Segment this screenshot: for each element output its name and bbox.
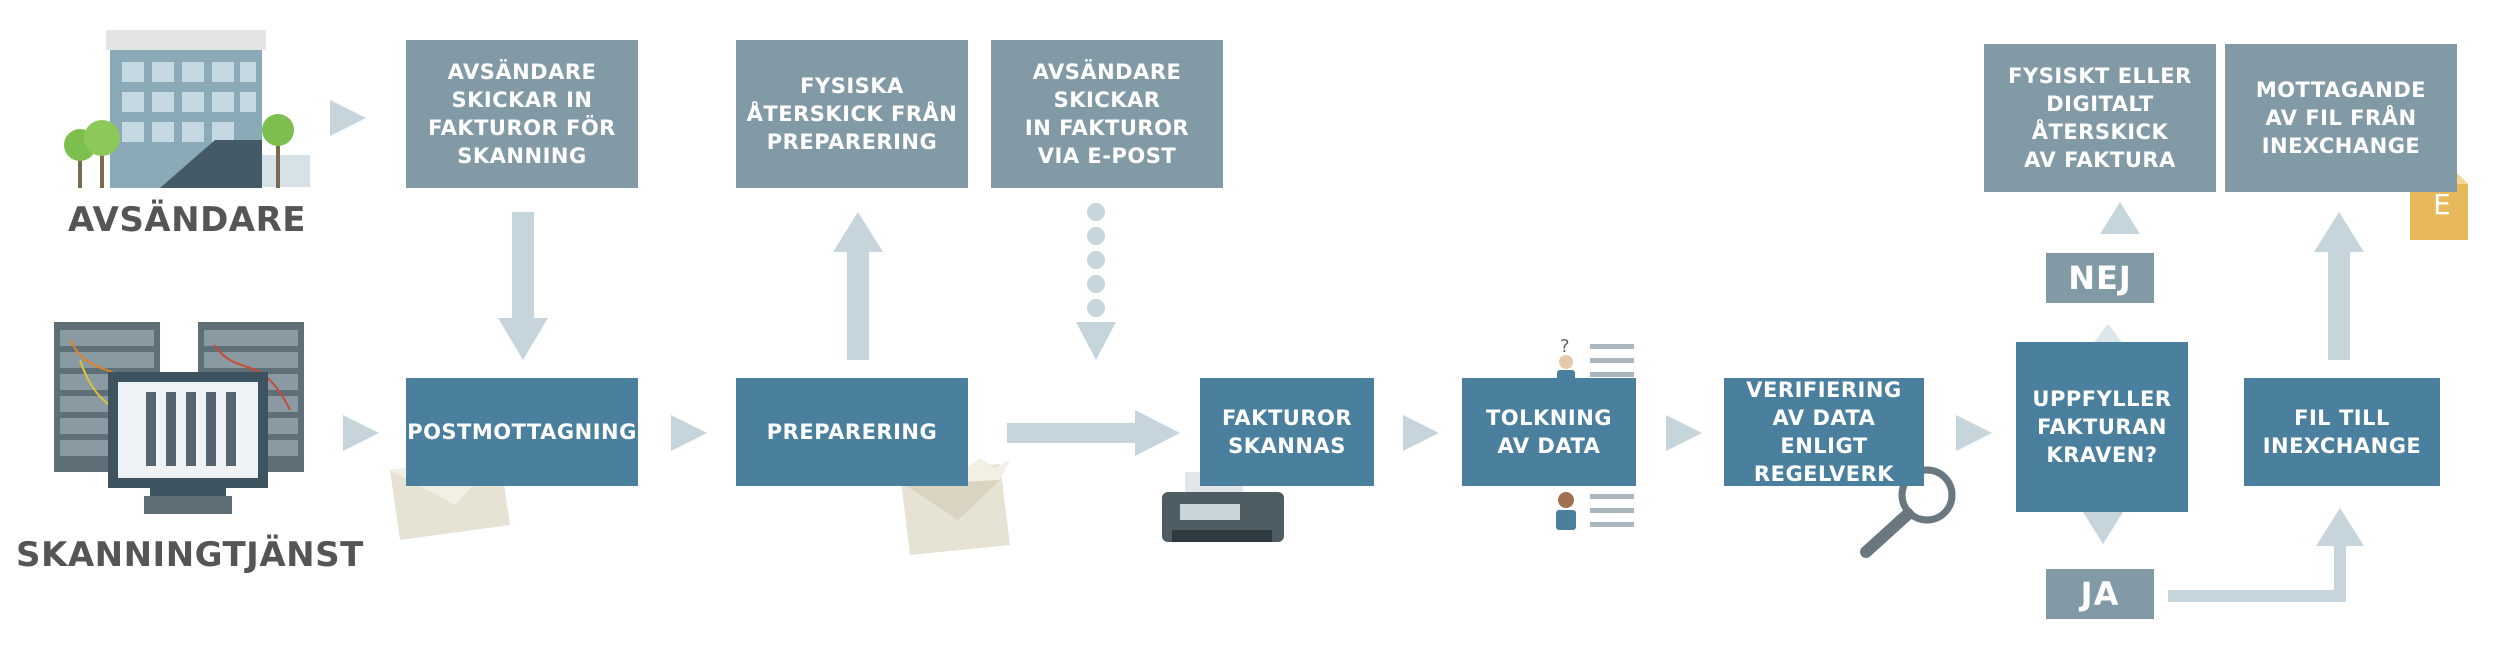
box-to-inexchange: FIL TILL INEXCHANGE	[2244, 378, 2440, 486]
box-verification: VERIFIERING AV DATA ENLIGT REGELVERK	[1724, 378, 1924, 486]
chevron-right-icon	[1956, 415, 1992, 451]
box-scanned: FAKTUROR SKANNAS	[1200, 378, 1374, 486]
chevron-down-icon	[2083, 512, 2123, 544]
chevron-right-icon	[1403, 415, 1439, 451]
file-letter: E	[2433, 188, 2451, 221]
chevron-right-icon	[330, 100, 366, 136]
box-physical-return: FYSISKA ÅTERSKICK FRÅN PREPARERING	[736, 40, 968, 188]
building-icon	[106, 30, 310, 188]
email-dots-icon	[1076, 203, 1116, 360]
chevron-up-icon	[2100, 202, 2140, 234]
magnifier-icon	[1860, 466, 1956, 558]
box-requirements: UPPFYLLER FAKTURAN KRAVEN?	[2016, 342, 2188, 512]
box-sender-sends: AVSÄNDARE SKICKAR IN FAKTUROR FÖR SKANNI…	[406, 40, 638, 188]
decision-yes-label: JA	[2046, 569, 2154, 619]
sender-label: AVSÄNDARE	[68, 200, 307, 240]
monitor-barcode-icon	[108, 372, 268, 514]
chevron-arrows	[330, 100, 2140, 544]
box-preparation: PREPARERING	[736, 378, 968, 486]
box-mail-reception: POSTMOTTAGNING	[406, 378, 638, 486]
scanner-label: SKANNINGTJÄNST	[16, 535, 364, 575]
decision-no-label: NEJ	[2046, 253, 2154, 303]
chevron-right-icon	[1666, 415, 1702, 451]
svg-text:?: ?	[1560, 336, 1570, 357]
person-icon	[1543, 484, 1634, 540]
box-sender-email: AVSÄNDARE SKICKAR IN FAKTUROR VIA E-POST	[991, 40, 1223, 188]
box-received-file: MOTTAGANDE AV FIL FRÅN INEXCHANGE	[2225, 44, 2457, 192]
chevron-right-icon	[671, 415, 707, 451]
connector-arrows	[498, 212, 2364, 602]
box-return-invoice: FYSISKT ELLER DIGITALT ÅTERSKICK AV FAKT…	[1984, 44, 2216, 192]
chevron-right-icon	[343, 415, 379, 451]
box-interpretation: TOLKNING AV DATA	[1462, 378, 1636, 486]
tree-icon	[64, 114, 294, 188]
